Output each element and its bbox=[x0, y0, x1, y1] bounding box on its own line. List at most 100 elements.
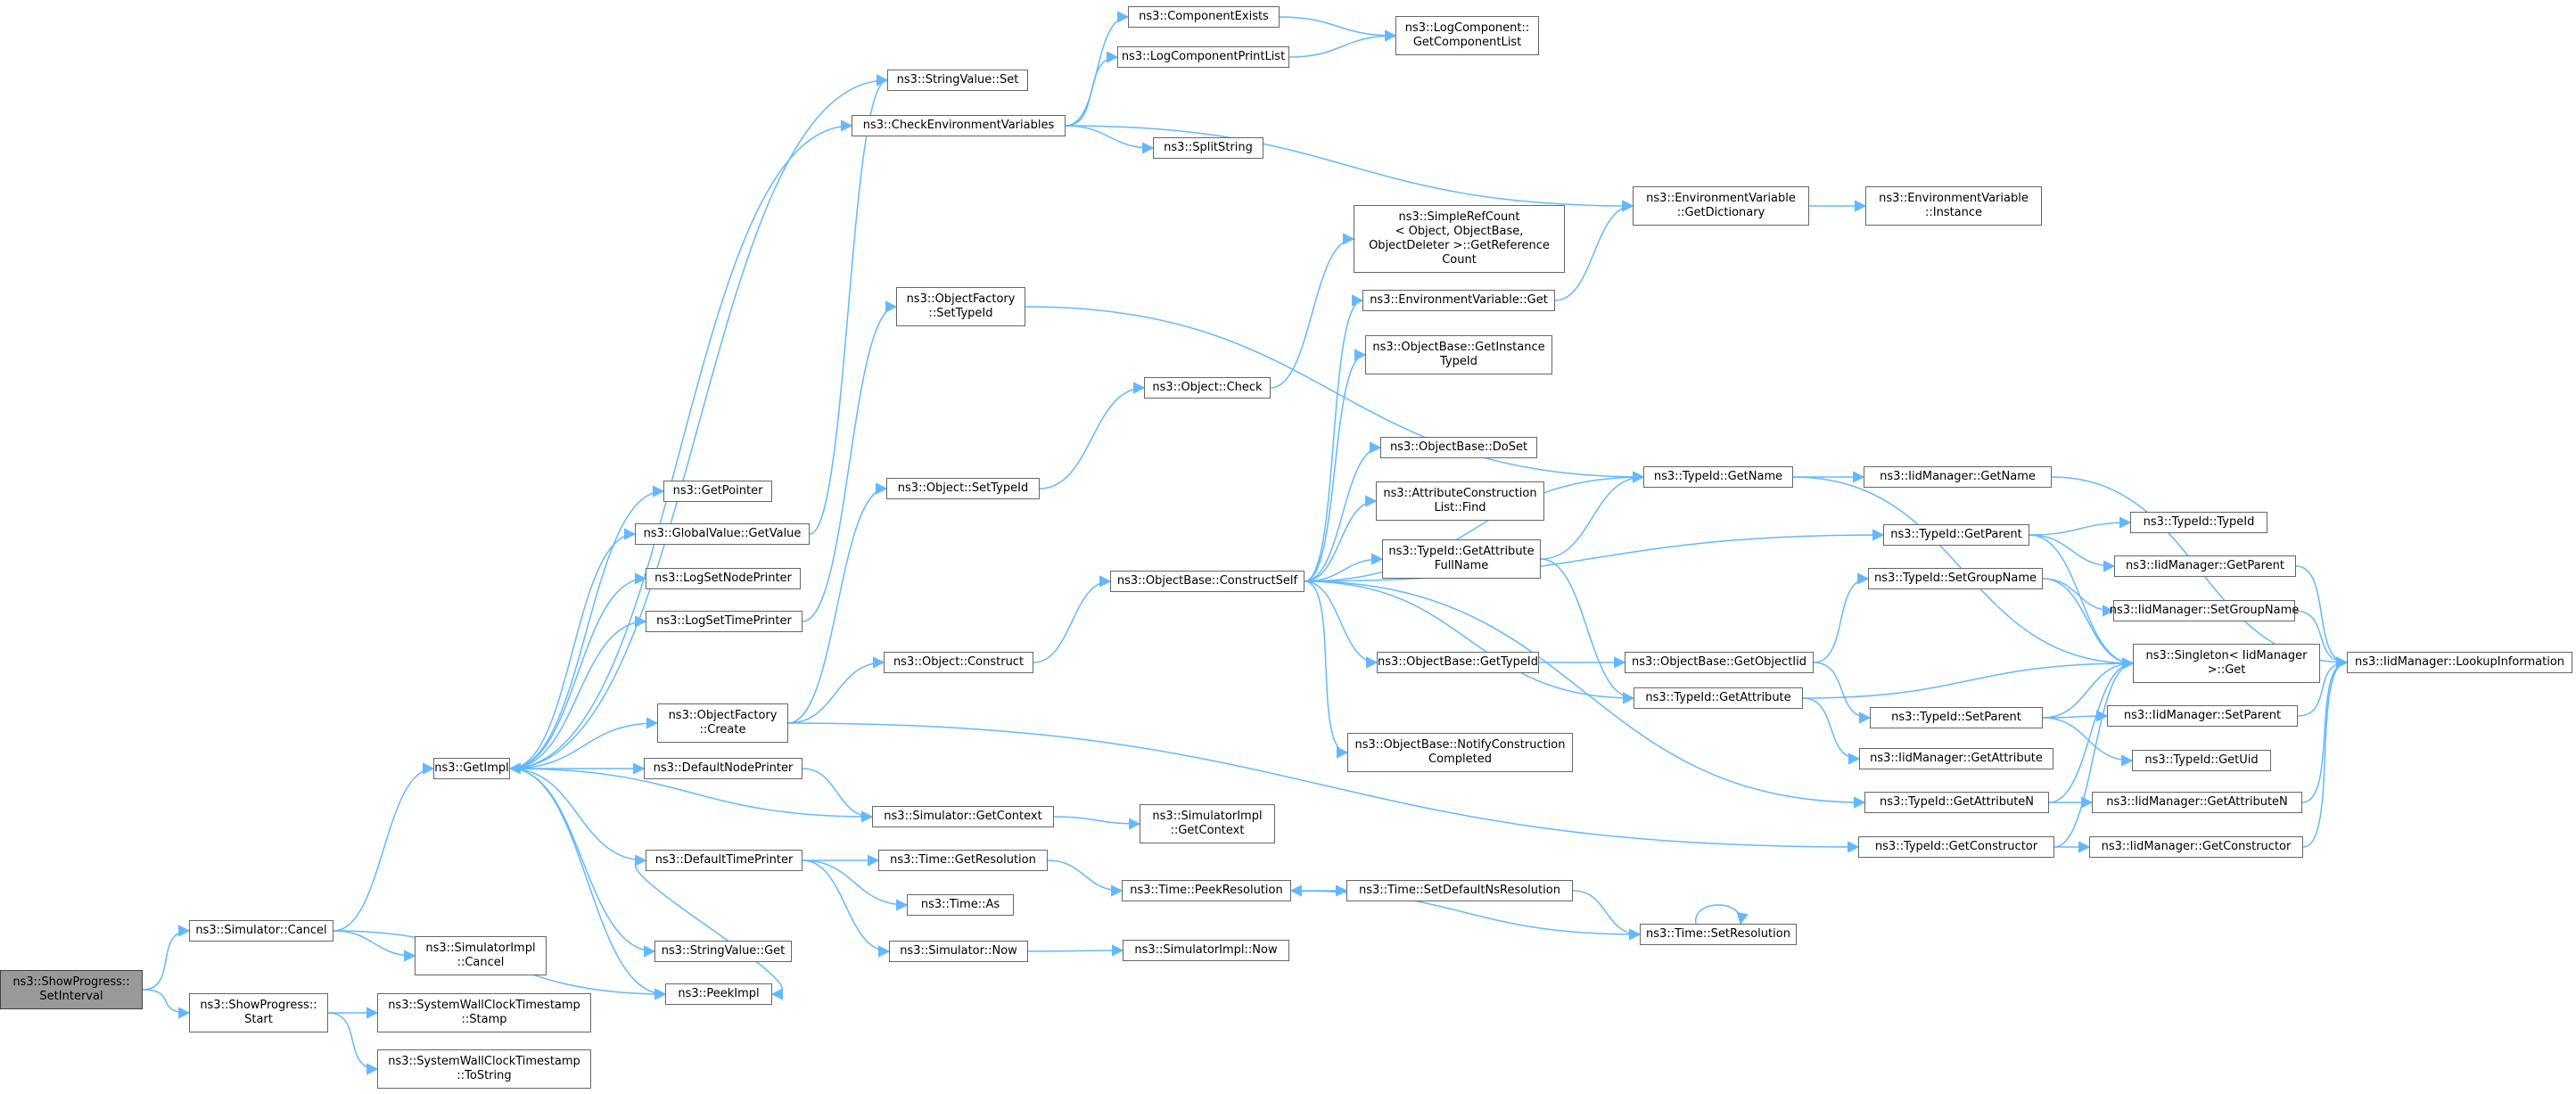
graph-edge-n29-n35 bbox=[1304, 294, 1364, 582]
graph-edge-n14-n23 bbox=[802, 860, 909, 911]
graph-node-n62[interactable]: ns3::IidManager::GetAttributeN bbox=[2092, 792, 2302, 813]
graph-node-n23[interactable]: ns3::Time::As bbox=[907, 894, 1014, 916]
graph-node-n50[interactable]: ns3::TypeId::GetParent bbox=[1883, 524, 2029, 546]
graph-edge-n03-n15 bbox=[509, 768, 656, 958]
graph-node-n06[interactable]: ns3::SystemWallClockTimestamp ::Stamp bbox=[377, 993, 591, 1032]
graph-node-n60[interactable]: ns3::IidManager::SetParent bbox=[2107, 705, 2298, 727]
graph-node-n54[interactable]: ns3::IidManager::GetAttribute bbox=[1859, 748, 2053, 769]
graph-edge-n29-n55 bbox=[1304, 580, 1866, 809]
graph-node-n31[interactable]: ns3::Time::PeekResolution bbox=[1122, 880, 1291, 901]
graph-edge-n46-n54 bbox=[1802, 697, 1861, 765]
graph-node-n56[interactable]: ns3::TypeId::GetConstructor bbox=[1858, 836, 2054, 858]
graph-node-n13[interactable]: ns3::DefaultNodePrinter bbox=[644, 758, 802, 779]
graph-node-n34[interactable]: ns3::SimpleRefCount < Object, ObjectBase… bbox=[1354, 205, 1565, 273]
graph-edge-n19-n28 bbox=[1039, 382, 1146, 489]
graph-edge-n50-n58 bbox=[2029, 534, 2116, 572]
graph-edge-n45-n51 bbox=[1813, 572, 1870, 663]
graph-node-n51[interactable]: ns3::TypeId::SetGroupName bbox=[1868, 568, 2043, 589]
graph-node-n36[interactable]: ns3::ObjectBase::GetInstance TypeId bbox=[1365, 335, 1552, 374]
graph-edge-n39-n46 bbox=[1540, 558, 1635, 704]
graph-edge-n28-n34 bbox=[1270, 233, 1355, 389]
graph-node-n58[interactable]: ns3::IidManager::GetParent bbox=[2114, 555, 2296, 577]
graph-node-n43[interactable]: ns3::EnvironmentVariable ::GetDictionary bbox=[1633, 186, 1809, 226]
graph-edge-n56-n52 bbox=[2053, 657, 2135, 848]
graph-edge-n29-n46 bbox=[1304, 580, 1635, 704]
graph-node-n59[interactable]: ns3::IidManager::SetGroupName bbox=[2110, 600, 2299, 621]
graph-node-n12[interactable]: ns3::ObjectFactory ::Create bbox=[657, 703, 788, 743]
graph-edge-n02-n07 bbox=[327, 1012, 379, 1075]
graph-node-n01[interactable]: ns3::Simulator::Cancel bbox=[189, 920, 333, 942]
graph-node-n57[interactable]: ns3::TypeId::TypeId bbox=[2130, 512, 2267, 533]
graph-node-n04[interactable]: ns3::SimulatorImpl ::Cancel bbox=[415, 936, 547, 975]
graph-node-n38[interactable]: ns3::AttributeConstruction List::Find bbox=[1376, 481, 1544, 521]
graph-node-n40[interactable]: ns3::ObjectBase::GetTypeId bbox=[1377, 652, 1539, 673]
graph-node-n37[interactable]: ns3::ObjectBase::DoSet bbox=[1380, 437, 1537, 458]
graph-node-n05[interactable]: ns3::PeekImpl bbox=[665, 983, 772, 1005]
graph-node-n28[interactable]: ns3::Object::Check bbox=[1144, 377, 1271, 399]
graph-node-n47[interactable]: ns3::Time::SetResolution bbox=[1640, 924, 1797, 945]
graph-edge-n18-n44 bbox=[1025, 306, 1645, 483]
graph-node-n09[interactable]: ns3::GlobalValue::GetValue bbox=[635, 523, 810, 545]
graph-node-n55[interactable]: ns3::TypeId::GetAttributeN bbox=[1864, 792, 2049, 813]
graph-node-n11[interactable]: ns3::LogSetTimePrinter bbox=[646, 611, 802, 632]
graph-edge-n45-n53 bbox=[1813, 662, 1872, 724]
graph-node-n26[interactable]: ns3::LogComponentPrintList bbox=[1117, 46, 1289, 68]
graph-node-n27[interactable]: ns3::SplitString bbox=[1153, 137, 1263, 159]
graph-edge-n53-n52 bbox=[2042, 657, 2135, 719]
graph-edge-n20-n29 bbox=[1033, 575, 1112, 663]
graph-node-n08[interactable]: ns3::GetPointer bbox=[663, 481, 772, 502]
graph-node-n63[interactable]: ns3::IidManager::GetConstructor bbox=[2089, 836, 2303, 858]
graph-node-n17[interactable]: ns3::CheckEnvironmentVariables bbox=[852, 115, 1066, 136]
graph-edge-n51-n59 bbox=[2042, 578, 2115, 617]
graph-node-n29[interactable]: ns3::ObjectBase::ConstructSelf bbox=[1110, 571, 1304, 592]
graph-edge-n21-n30 bbox=[1053, 816, 1141, 830]
graph-node-n14[interactable]: ns3::DefaultTimePrinter bbox=[646, 850, 802, 871]
graph-edge-n29-n40 bbox=[1304, 580, 1379, 669]
graph-node-n49[interactable]: ns3::IidManager::GetName bbox=[1864, 466, 2052, 488]
graph-node-n33[interactable]: ns3::LogComponent:: GetComponentList bbox=[1395, 16, 1539, 55]
graph-node-n03[interactable]: ns3::GetImpl bbox=[433, 758, 510, 779]
graph-node-n07[interactable]: ns3::SystemWallClockTimestamp ::ToString bbox=[377, 1049, 591, 1089]
graph-node-n15[interactable]: ns3::StringValue::Get bbox=[654, 941, 792, 962]
graph-node-n42[interactable]: ns3::Time::SetDefaultNsResolution bbox=[1346, 880, 1573, 901]
graph-node-n53[interactable]: ns3::TypeId::SetParent bbox=[1870, 707, 2043, 728]
graph-node-n10[interactable]: ns3::LogSetNodePrinter bbox=[646, 568, 801, 589]
graph-node-n48[interactable]: ns3::EnvironmentVariable ::Instance bbox=[1865, 186, 2042, 226]
graph-edge-n47-n47 bbox=[1695, 904, 1749, 925]
graph-node-n19[interactable]: ns3::Object::SetTypeId bbox=[886, 478, 1040, 499]
graph-node-n24[interactable]: ns3::Simulator::Now bbox=[889, 941, 1028, 962]
graph-node-n22[interactable]: ns3::Time::GetResolution bbox=[878, 850, 1048, 871]
graph-edge-n51-n52 bbox=[2042, 578, 2135, 670]
graph-edge-n11-n18 bbox=[802, 300, 898, 622]
graph-node-n25[interactable]: ns3::ComponentExists bbox=[1128, 6, 1280, 28]
graph-edge-n17-n43 bbox=[1065, 125, 1634, 212]
graph-node-n20[interactable]: ns3::Object::Construct bbox=[884, 652, 1033, 673]
graph-node-n16[interactable]: ns3::StringValue::Set bbox=[887, 70, 1028, 91]
graph-node-n44[interactable]: ns3::TypeId::GetName bbox=[1643, 466, 1793, 488]
graph-node-n64[interactable]: ns3::IidManager::LookupInformation bbox=[2347, 652, 2572, 673]
graph-edge-n46-n52 bbox=[1802, 657, 2135, 699]
graph-node-n18[interactable]: ns3::ObjectFactory ::SetTypeId bbox=[896, 287, 1025, 326]
graph-edge-n03-n10 bbox=[509, 572, 647, 769]
graph-edge-n09-n16 bbox=[809, 74, 889, 535]
graph-node-n45[interactable]: ns3::ObjectBase::GetObjectIid bbox=[1625, 652, 1814, 673]
graph-edge-n29-n50 bbox=[1304, 529, 1885, 582]
graph-node-n30[interactable]: ns3::SimulatorImpl ::GetContext bbox=[1140, 804, 1275, 843]
graph-node-n39[interactable]: ns3::TypeId::GetAttribute FullName bbox=[1382, 539, 1541, 579]
graph-edge-n14-n24 bbox=[802, 860, 891, 958]
graph-node-n35[interactable]: ns3::EnvironmentVariable::Get bbox=[1362, 290, 1555, 311]
graph-node-n32[interactable]: ns3::SimulatorImpl::Now bbox=[1123, 940, 1289, 961]
graph-node-n52[interactable]: ns3::Singleton< IidManager >::Get bbox=[2133, 644, 2320, 683]
graph-edge-n03-n16 bbox=[509, 74, 889, 769]
graph-edge-n25-n33 bbox=[1279, 16, 1397, 42]
graph-edge-n29-n36 bbox=[1304, 349, 1367, 582]
graph-edge-n29-n37 bbox=[1304, 441, 1382, 582]
graph-edge-n29-n41 bbox=[1304, 580, 1349, 759]
graph-node-n41[interactable]: ns3::ObjectBase::NotifyConstruction Comp… bbox=[1347, 733, 1573, 772]
graph-node-n61[interactable]: ns3::TypeId::GetUid bbox=[2132, 750, 2271, 771]
graph-node-n46[interactable]: ns3::TypeId::GetAttribute bbox=[1634, 687, 1803, 709]
graph-node-n00[interactable]: ns3::ShowProgress:: SetInterval bbox=[0, 970, 143, 1009]
graph-node-n02[interactable]: ns3::ShowProgress:: Start bbox=[189, 993, 328, 1032]
graph-node-n21[interactable]: ns3::Simulator::GetContext bbox=[872, 806, 1054, 827]
